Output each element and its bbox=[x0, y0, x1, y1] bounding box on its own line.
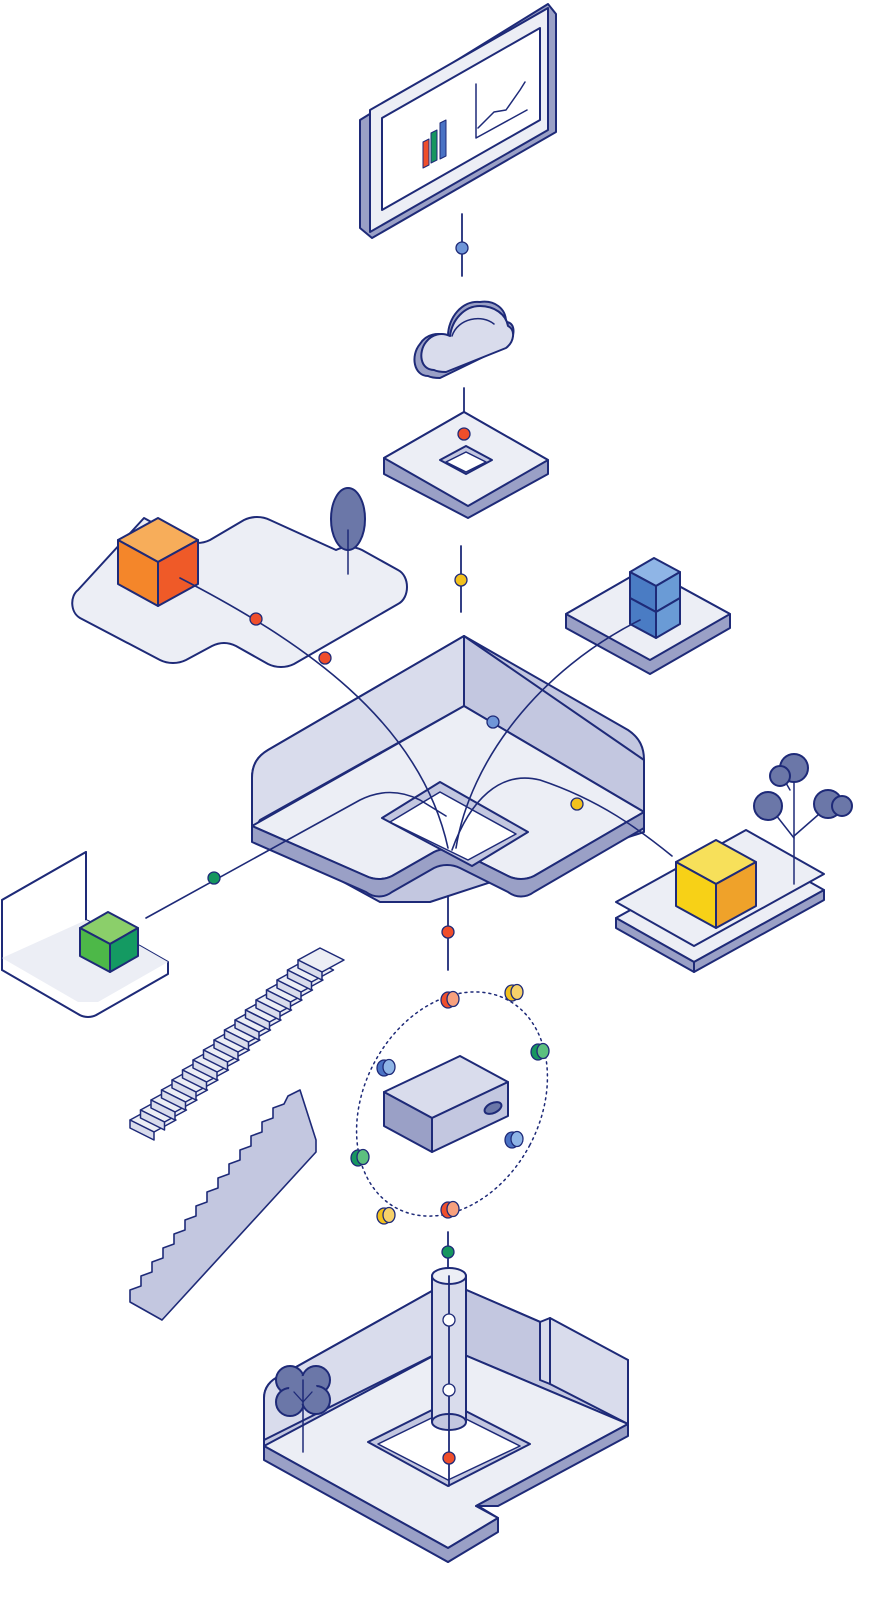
central-hub bbox=[251, 635, 645, 903]
connector-dot-green bbox=[207, 871, 221, 885]
stair-riser bbox=[139, 1109, 166, 1131]
connector-dot-red bbox=[318, 651, 332, 665]
stair-riser bbox=[223, 1029, 250, 1051]
pillar bbox=[431, 1267, 467, 1487]
stair-riser bbox=[234, 1019, 260, 1041]
orbit-token-face bbox=[382, 1058, 396, 1076]
staircase-icon bbox=[129, 947, 345, 1141]
green-cube bbox=[79, 911, 139, 973]
tree-cluster-icon bbox=[753, 753, 853, 885]
orbit-token-face bbox=[446, 990, 460, 1008]
orbit-token-face bbox=[510, 1130, 524, 1148]
tree-icon bbox=[330, 487, 366, 575]
stepped-ramp bbox=[129, 1089, 317, 1321]
stair-riser bbox=[213, 1039, 239, 1061]
cloud-icon bbox=[413, 300, 515, 379]
server-device-icon bbox=[383, 1055, 509, 1153]
line-graph-icon bbox=[475, 81, 528, 139]
connector-dot-red bbox=[249, 612, 263, 626]
connector-dot-red bbox=[441, 925, 455, 939]
stair-riser bbox=[160, 1089, 187, 1111]
orbit-token-face bbox=[510, 983, 524, 1001]
stair-riser bbox=[202, 1049, 229, 1071]
stair-riser bbox=[171, 1079, 197, 1101]
network-links bbox=[145, 577, 673, 919]
connector-dot-yellow bbox=[454, 573, 468, 587]
stair-riser bbox=[255, 999, 281, 1021]
orbit-tokens bbox=[350, 983, 550, 1225]
stair-riser bbox=[181, 1069, 208, 1091]
stair-riser bbox=[276, 979, 302, 1001]
stair-riser bbox=[192, 1059, 218, 1081]
connector-dot-blue bbox=[486, 715, 500, 729]
stair-riser bbox=[129, 1119, 155, 1141]
connector-dot-blue bbox=[455, 241, 469, 255]
stacked-blue-cubes bbox=[629, 557, 681, 639]
orbit-token-face bbox=[446, 1200, 460, 1218]
connector-dot-yellow bbox=[570, 797, 584, 811]
monitor-icon bbox=[359, 3, 557, 239]
yellow-cube bbox=[675, 839, 757, 929]
stair-riser bbox=[286, 969, 313, 991]
tree-icon bbox=[275, 1365, 331, 1453]
connector-dot-green bbox=[441, 1245, 455, 1259]
stair-riser bbox=[265, 989, 292, 1011]
orbit-token-face bbox=[382, 1206, 396, 1224]
stair-riser bbox=[244, 1009, 271, 1031]
orange-cube bbox=[117, 517, 199, 607]
stair-riser bbox=[297, 959, 323, 981]
connector-tile bbox=[383, 411, 549, 519]
bar-chart-icon bbox=[422, 119, 447, 169]
connector-dot-red bbox=[442, 1451, 456, 1465]
orbit-token-face bbox=[536, 1042, 550, 1060]
stair-riser bbox=[150, 1099, 176, 1121]
orbit-token-face bbox=[356, 1148, 370, 1166]
connector-dot-red bbox=[457, 427, 471, 441]
